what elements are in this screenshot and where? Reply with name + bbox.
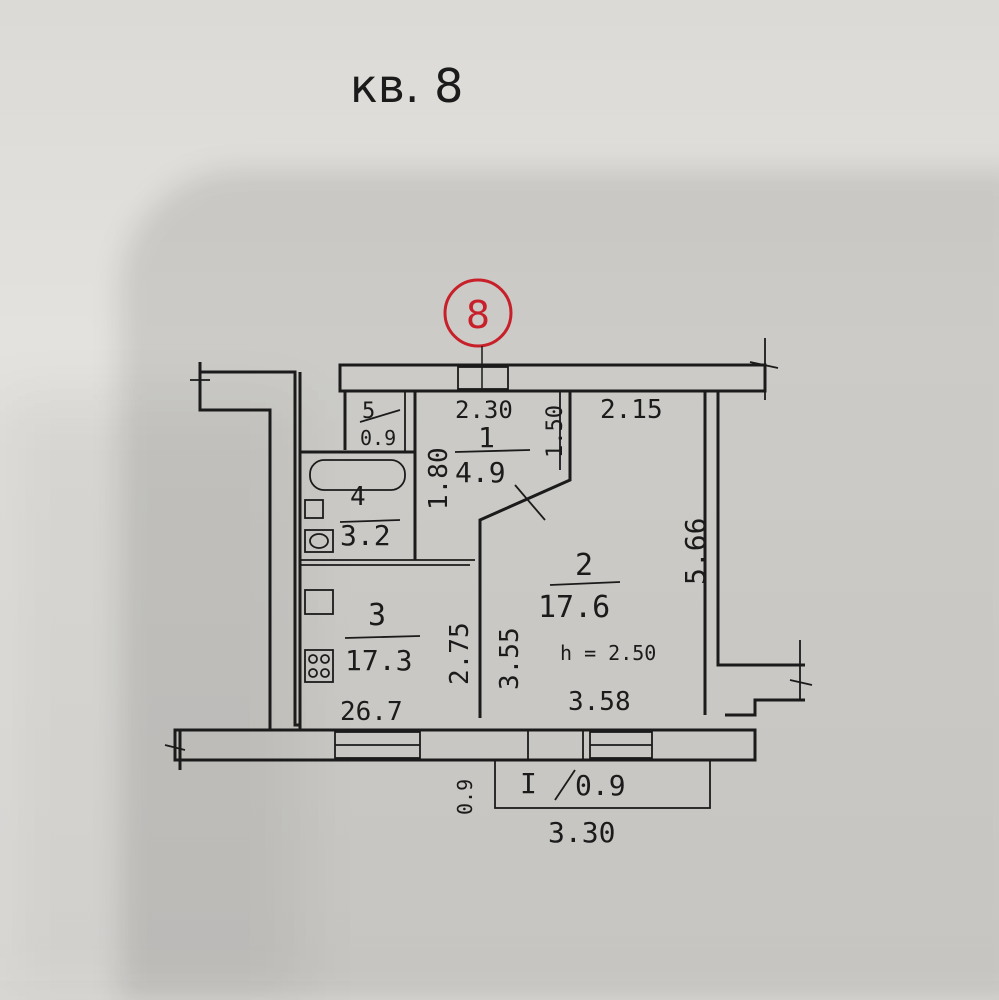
outer-walls xyxy=(164,338,813,770)
balcony: I 0.9 xyxy=(494,759,711,809)
room-2-id: 2 xyxy=(575,548,593,583)
dim-top-room: 2.15 xyxy=(600,395,663,425)
room-2-area: 17.6 xyxy=(538,590,610,625)
room-2: 2 17.6 h = 2.50 xyxy=(538,548,656,665)
dim-room-left-vertical: 3.55 xyxy=(495,627,525,690)
room-3: 3 17.3 xyxy=(344,598,421,677)
balcony-label: I xyxy=(520,767,537,800)
dim-hall-vertical: 1.80 xyxy=(424,447,454,510)
dim-room-bottom: 3.58 xyxy=(568,687,631,717)
room-1-id: 1 xyxy=(478,421,495,454)
room-4-id: 4 xyxy=(350,482,366,512)
room-4: 4 3.2 xyxy=(339,482,401,552)
dim-top-hall: 2.30 xyxy=(455,396,513,424)
room-5: 5 0.9 xyxy=(360,399,396,450)
dim-balcony-depth: 0.9 xyxy=(453,779,477,815)
apartment-marker: 8 xyxy=(443,278,513,392)
room-3-id: 3 xyxy=(368,598,386,633)
room-5-id: 5 xyxy=(362,399,375,424)
apartment-title: кв. 8 xyxy=(350,59,463,113)
room-3-area: 17.3 xyxy=(345,644,412,677)
paper-shadow-left xyxy=(0,400,300,1000)
dim-top-hall-side: 1.50 xyxy=(543,405,568,458)
balcony-area: 0.9 xyxy=(575,769,626,802)
room-4-area: 3.2 xyxy=(340,519,391,552)
dimensions: 2.30 1.50 2.15 5.66 1.80 2.75 3.55 3.58 … xyxy=(424,395,712,849)
dim-room-side: 5.66 xyxy=(679,518,712,585)
room-1: 1 4.9 xyxy=(454,421,531,489)
marker-label: 8 xyxy=(466,293,490,337)
dim-balcony-width: 3.30 xyxy=(548,816,615,849)
partitions xyxy=(300,391,572,718)
room-2-height: h = 2.50 xyxy=(560,641,656,665)
dim-kitchen-vertical: 2.75 xyxy=(445,622,475,685)
room-5-area: 0.9 xyxy=(360,426,396,450)
room-1-area: 4.9 xyxy=(455,456,506,489)
total-area: 26.7 xyxy=(340,697,403,727)
